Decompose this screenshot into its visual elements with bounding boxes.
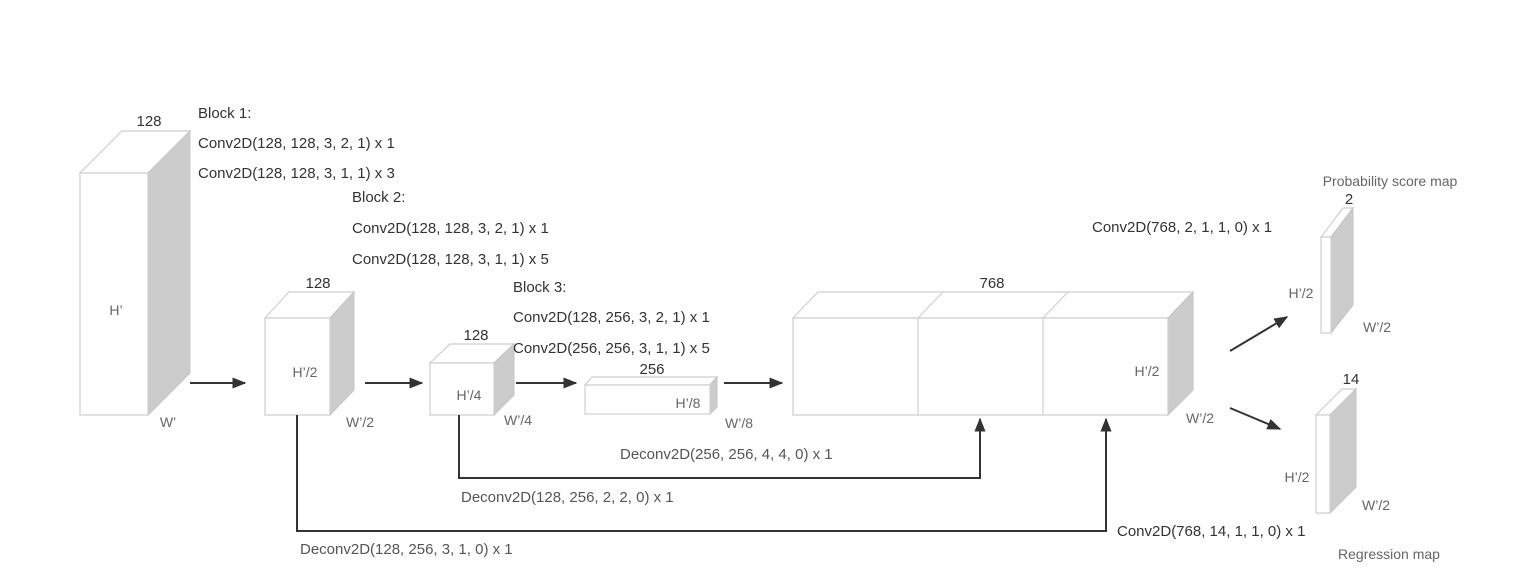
deconv-block3-label: Deconv2D(256, 256, 4, 4, 0) x 1 — [620, 446, 833, 463]
flow-arrow-concat-to-regression-map — [1229, 407, 1282, 430]
probability-map-block: Probability score map 2 H’/2 W’/2 — [1289, 173, 1458, 335]
block3-layer-annotation: Block 3: Conv2D(128, 256, 3, 2, 1) x 1 C… — [513, 279, 710, 357]
block3-height-label: H’/8 — [676, 395, 701, 411]
block3-width-label: W’/8 — [725, 415, 753, 431]
probability-map-title: Probability score map — [1323, 173, 1458, 189]
input-height-label: H’ — [109, 302, 122, 318]
skip-connection-block1-deconv — [296, 415, 1112, 532]
regression-map-title: Regression map — [1338, 546, 1440, 562]
skip-connection-block2-deconv — [458, 415, 986, 479]
block1-depth-label: 128 — [305, 275, 330, 292]
block2-conv-line2: Conv2D(128, 128, 3, 1, 1) x 5 — [352, 251, 549, 268]
block1-layer-annotation: Block 1: Conv2D(128, 128, 3, 2, 1) x 1 C… — [198, 105, 395, 182]
block3-output-block: 256 H’/8 W’/8 — [583, 361, 753, 431]
probability-map-width-label: W’/2 — [1363, 319, 1391, 335]
block1-output-block: 128 H’/2 W’/2 — [263, 275, 374, 430]
head-regression-conv-label: Conv2D(768, 14, 1, 1, 0) x 1 — [1117, 523, 1305, 540]
block2-depth-label: 128 — [463, 327, 488, 344]
regression-map-depth-label: 14 — [1343, 371, 1360, 388]
block2-output-block: 128 H’/4 W’/4 — [428, 327, 532, 428]
probability-map-height-label: H’/2 — [1289, 285, 1314, 301]
concat-height-label: H’/2 — [1135, 363, 1160, 379]
block2-width-label: W’/4 — [504, 412, 532, 428]
concat-width-label: W’/2 — [1186, 410, 1214, 426]
block1-title: Block 1: — [198, 105, 251, 122]
block2-title: Block 2: — [352, 189, 405, 206]
block1-conv-line1: Conv2D(128, 128, 3, 2, 1) x 1 — [198, 135, 395, 152]
block3-conv-line1: Conv2D(128, 256, 3, 2, 1) x 1 — [513, 309, 710, 326]
block1-conv-line2: Conv2D(128, 128, 3, 1, 1) x 3 — [198, 165, 395, 182]
block2-conv-line1: Conv2D(128, 128, 3, 2, 1) x 1 — [352, 220, 549, 237]
deconv-block1-label: Deconv2D(128, 256, 3, 1, 0) x 1 — [300, 541, 513, 558]
deconv-block2-label: Deconv2D(128, 256, 2, 2, 0) x 1 — [461, 489, 674, 506]
regression-map-width-label: W’/2 — [1362, 497, 1390, 513]
regression-map-height-label: H’/2 — [1285, 469, 1310, 485]
block1-height-label: H’/2 — [293, 364, 318, 380]
input-feature-block: 128 H’ W’ — [78, 113, 192, 430]
regression-map-block: 14 H’/2 W’/2 Regression map — [1285, 371, 1441, 562]
block3-conv-line2: Conv2D(256, 256, 3, 1, 1) x 5 — [513, 340, 710, 357]
input-width-label: W’ — [160, 414, 176, 430]
block1-width-label: W’/2 — [346, 414, 374, 430]
probability-map-depth-label: 2 — [1345, 191, 1353, 208]
concat-depth-label: 768 — [979, 275, 1004, 292]
block2-height-label: H’/4 — [457, 387, 482, 403]
flow-arrow-concat-to-probability-map — [1229, 316, 1289, 352]
input-depth-label: 128 — [136, 113, 161, 130]
block2-layer-annotation: Block 2: Conv2D(128, 128, 3, 2, 1) x 1 C… — [352, 189, 549, 268]
concat-block: 768 H’/2 W’/2 — [791, 275, 1214, 426]
block3-depth-label: 256 — [639, 361, 664, 378]
head-probability-conv-label: Conv2D(768, 2, 1, 1, 0) x 1 — [1092, 219, 1272, 236]
block3-title: Block 3: — [513, 279, 566, 296]
